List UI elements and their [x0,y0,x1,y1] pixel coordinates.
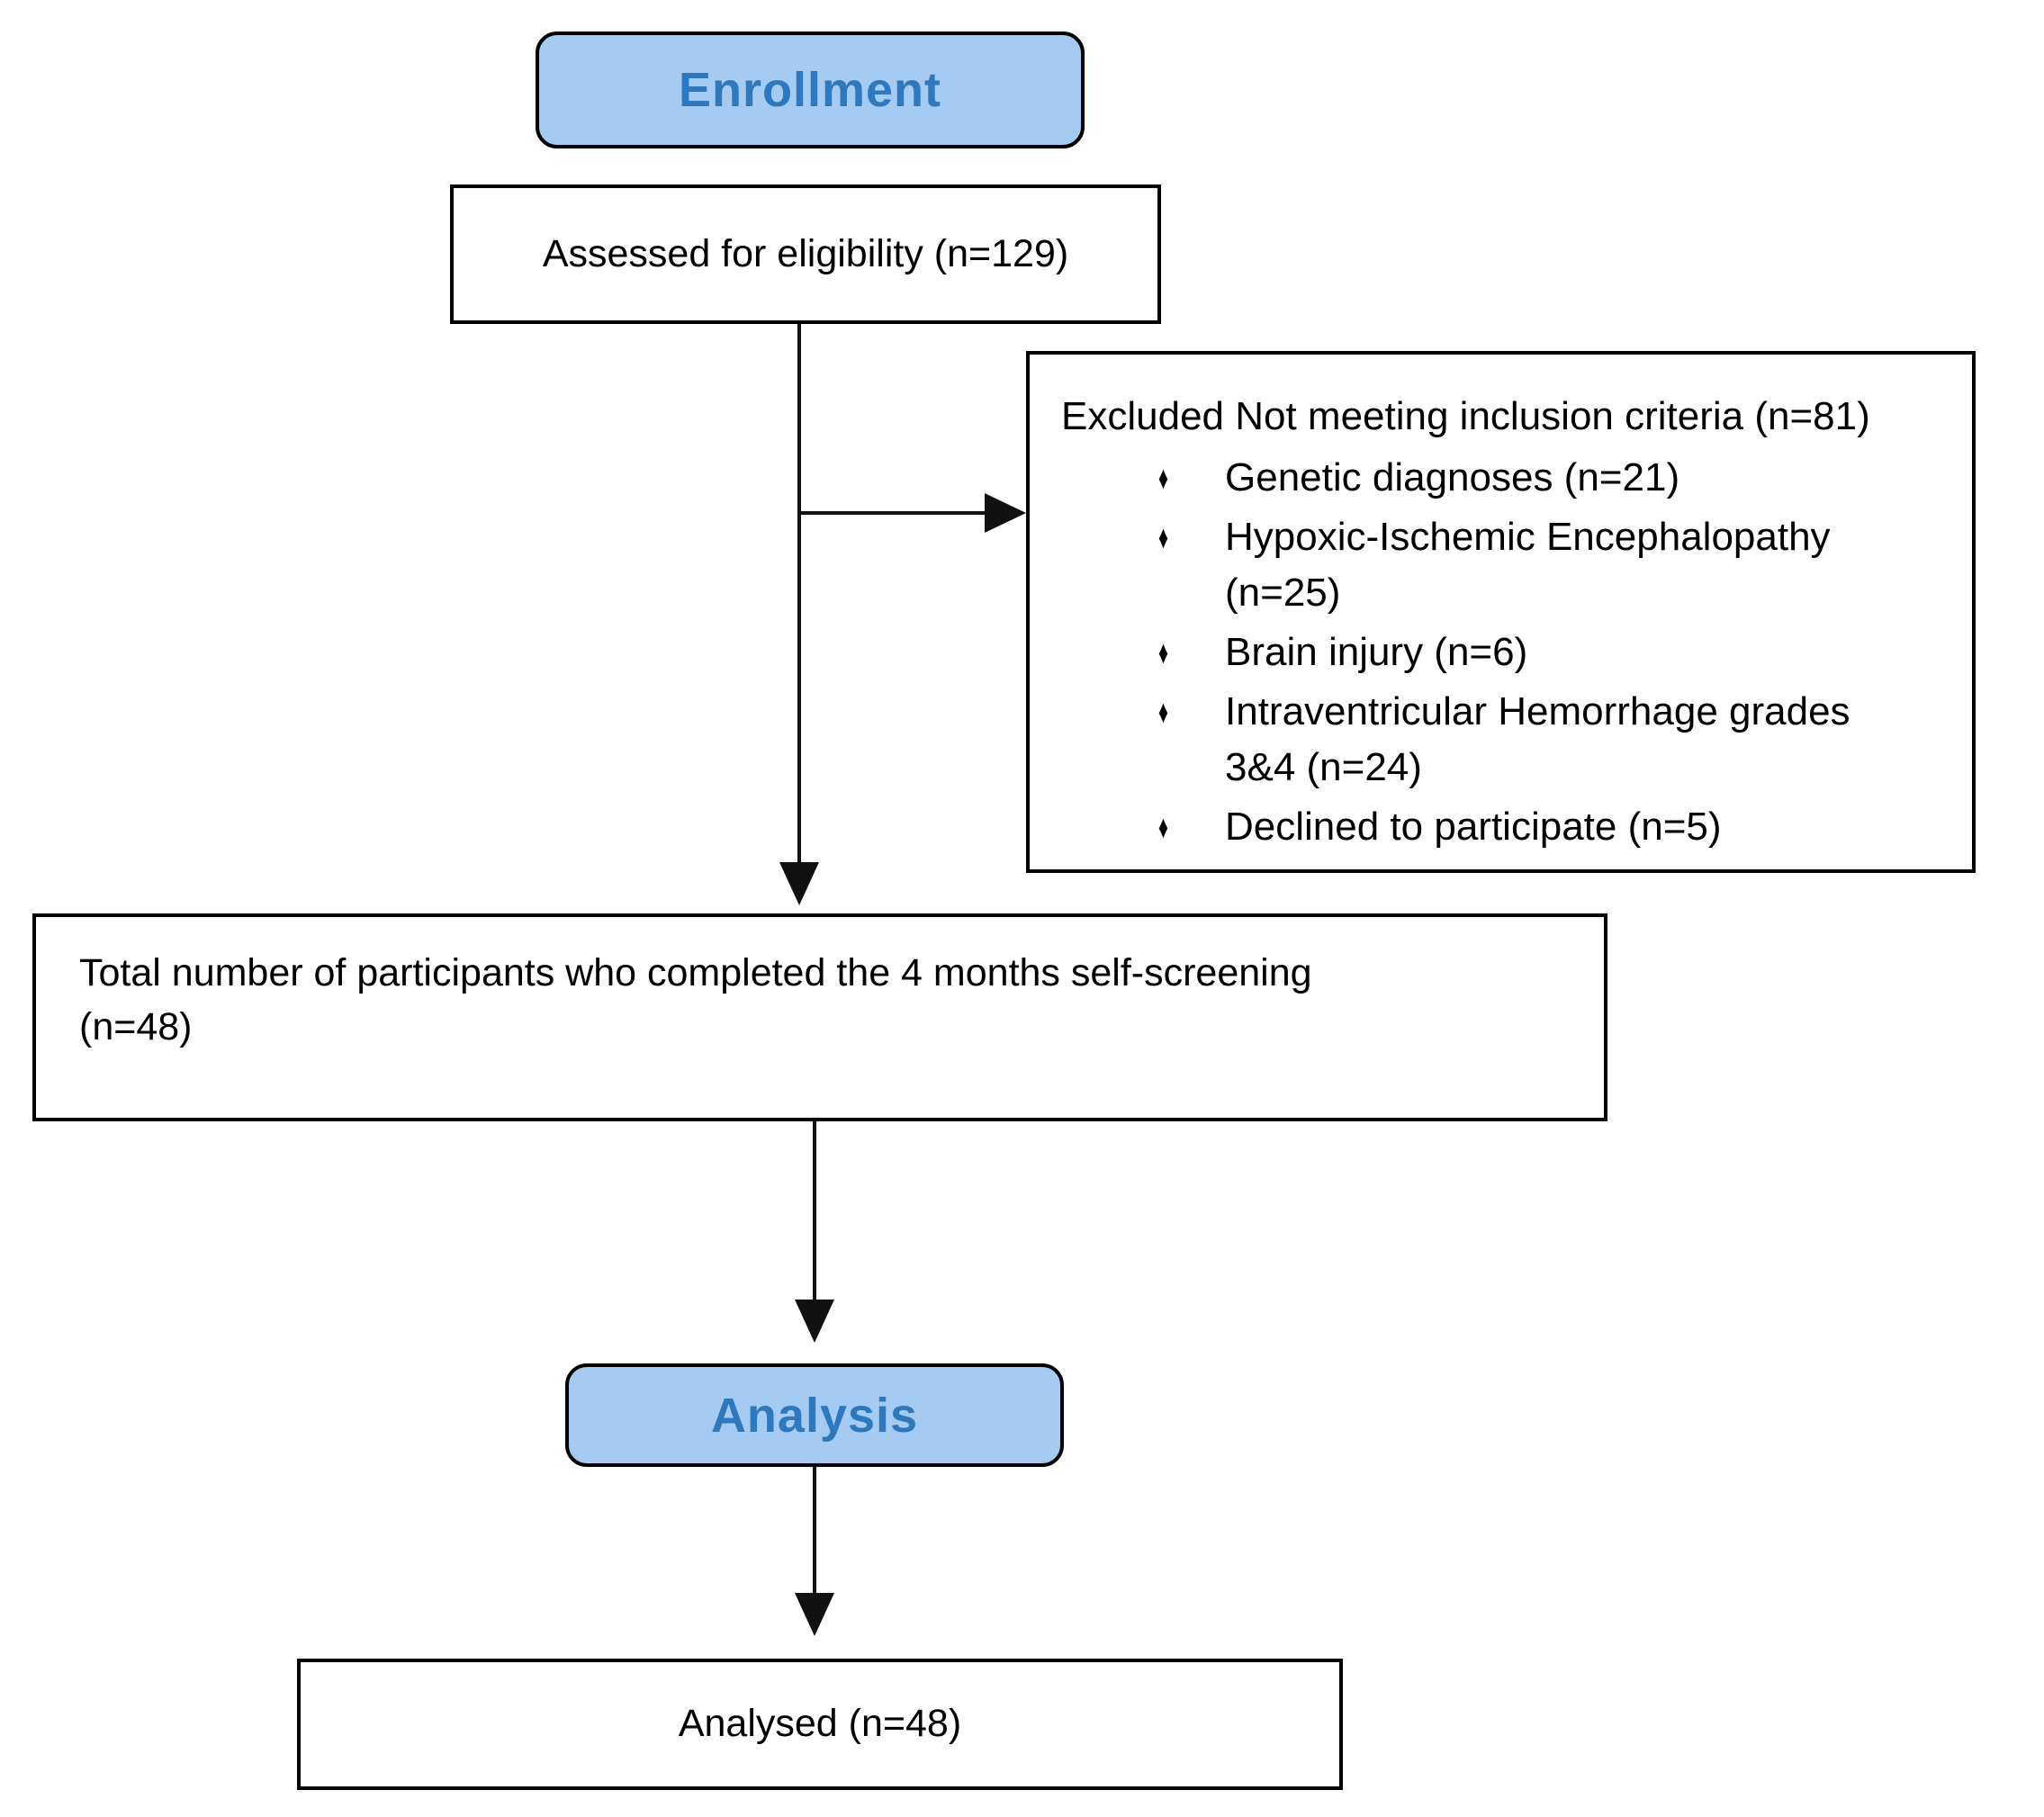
total-box-line: (n=48) [79,1005,193,1048]
excluded-item-text: Brain injury (n=6) [1225,630,1528,674]
excluded-item-text: Hypoxic-Ischemic Encephalopathy(n=25) [1225,515,1831,615]
enrollment-header-box: Enrollment [536,31,1085,148]
excluded-list-item: ♦ Hypoxic-Ischemic Encephalopathy(n=25) [1061,509,1945,621]
diamond-bullet-icon: ♦ [1158,518,1169,555]
arrowhead-analysis-to-analysed [795,1593,834,1636]
excluded-list-item: ♦ Declined to participate (n=5) [1061,799,1945,855]
excluded-list: ♦ Genetic diagnoses (n=21) ♦ Hypoxic-Isc… [1061,450,1945,855]
arrowhead-branch-to-excluded [985,493,1026,533]
total-text: Total number of participants who complet… [79,946,1568,1054]
analysed-text: Analysed (n=48) [678,1702,962,1746]
excluded-list-item: ♦ Brain injury (n=6) [1061,625,1945,680]
assessed-box: Assessed for eligibility (n=129) [450,184,1161,324]
diamond-bullet-icon: ♦ [1158,693,1169,730]
total-box-line: Total number of participants who complet… [79,951,1312,994]
arrowhead-total-to-analysis [795,1300,834,1343]
total-box: Total number of participants who complet… [32,913,1607,1121]
diamond-bullet-icon: ♦ [1158,459,1169,496]
excluded-list-item: ♦ Genetic diagnoses (n=21) [1061,450,1945,506]
enrollment-label: Enrollment [678,63,942,117]
analysis-label: Analysis [710,1388,919,1443]
excluded-item-text: Genetic diagnoses (n=21) [1225,455,1680,499]
analysis-header-box: Analysis [565,1363,1064,1467]
assessed-text: Assessed for eligibility (n=129) [542,231,1069,275]
arrowhead-assessed-to-total [779,862,819,905]
analysed-box: Analysed (n=48) [297,1659,1343,1790]
excluded-item-text: Declined to participate (n=5) [1225,805,1722,849]
diamond-bullet-icon: ♦ [1158,808,1169,845]
excluded-heading: Excluded Not meeting inclusion criteria … [1061,394,1870,438]
diamond-bullet-icon: ♦ [1158,634,1169,670]
excluded-box: Excluded Not meeting inclusion criteria … [1026,351,1976,873]
